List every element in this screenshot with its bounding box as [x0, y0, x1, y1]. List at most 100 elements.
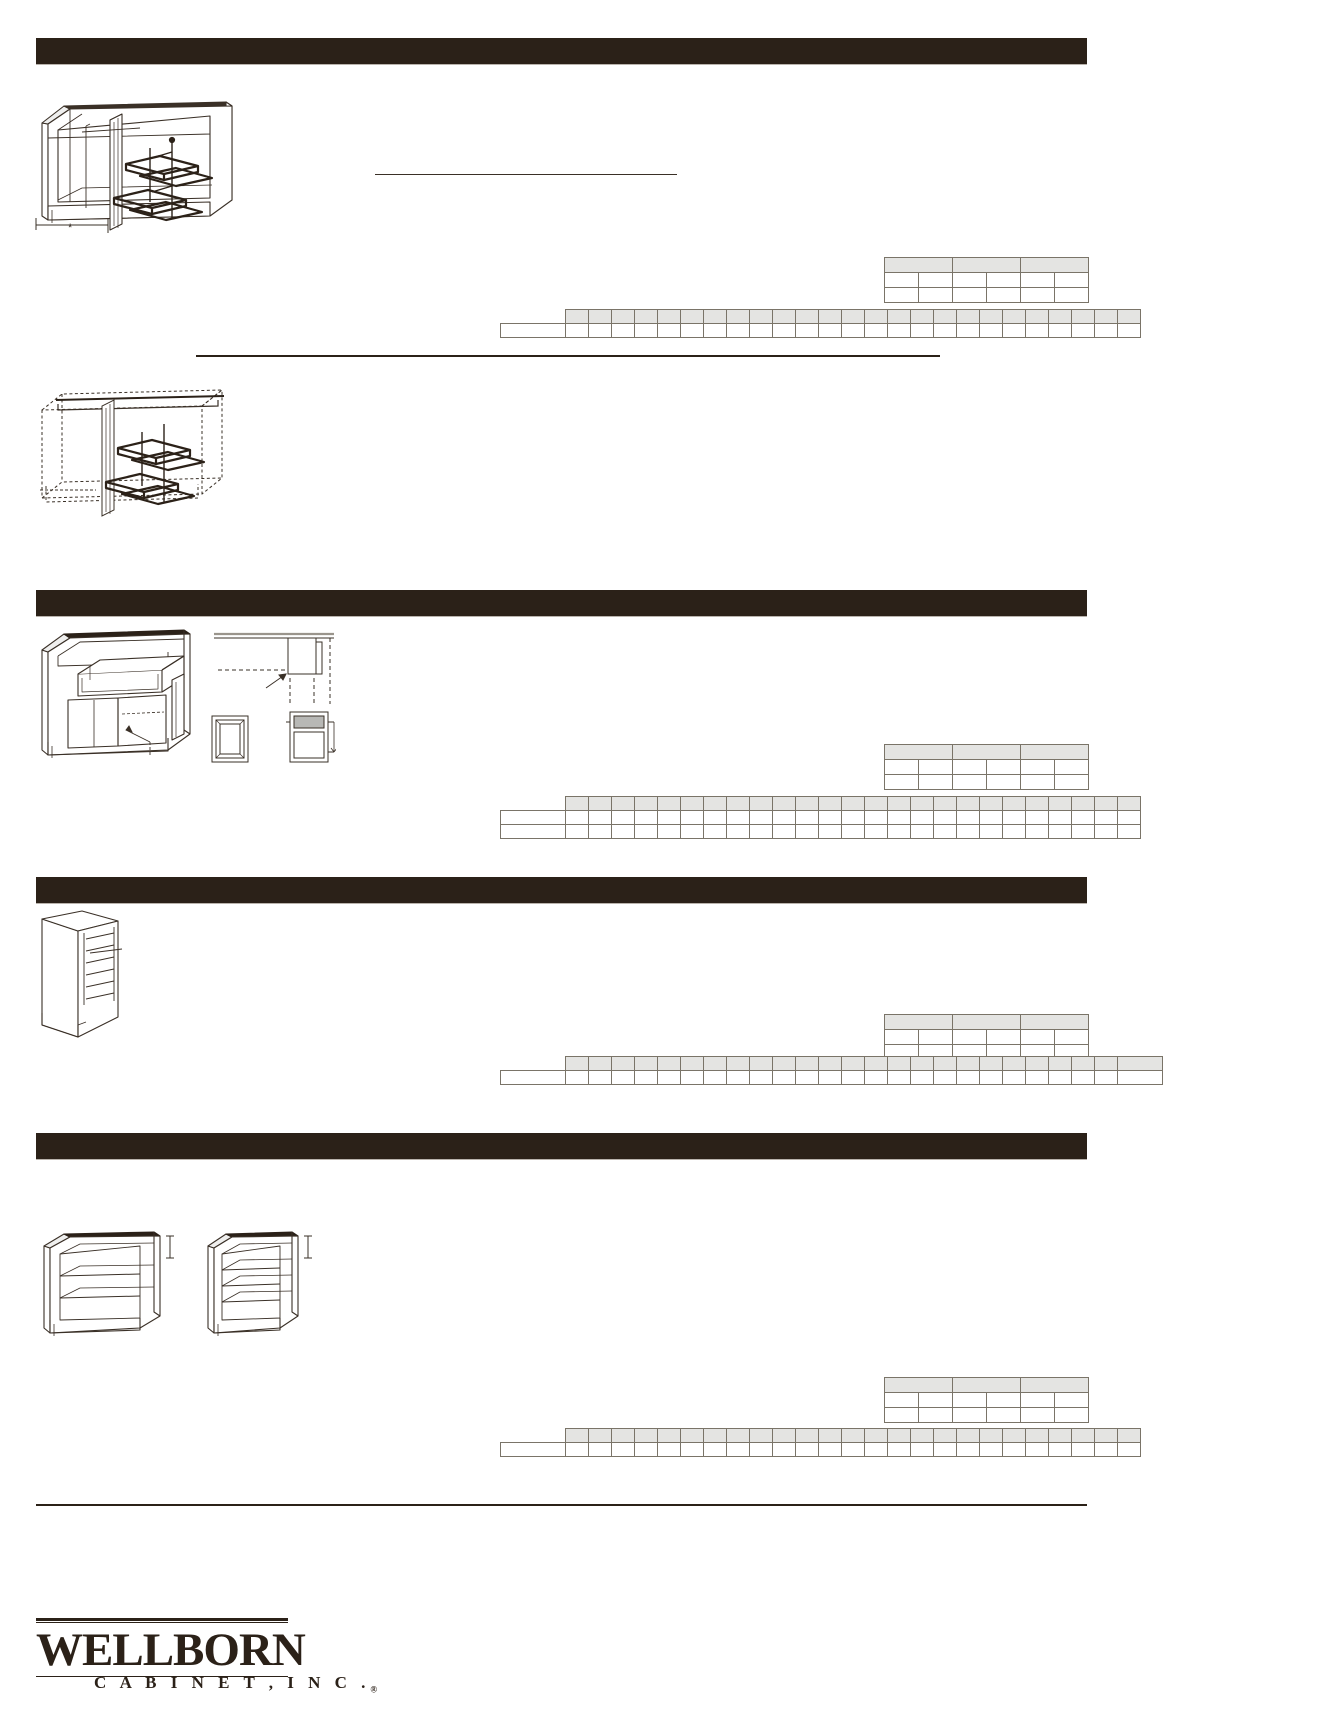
spec-header-cell — [818, 1056, 842, 1071]
price-table-2 — [884, 744, 1089, 790]
section-header-bar-1 — [36, 38, 1087, 64]
spec-header-cell — [565, 796, 589, 811]
note-underline-1 — [375, 174, 677, 175]
spec-header-cell — [887, 796, 911, 811]
price-cell — [884, 1407, 919, 1423]
spec-cell — [588, 810, 612, 825]
spec-header-cell — [772, 309, 796, 324]
spec-cell — [864, 1070, 888, 1085]
spec-cell — [956, 1070, 980, 1085]
spec-header-cell — [910, 796, 934, 811]
price-cell — [884, 759, 919, 775]
spec-header-cell — [1025, 1056, 1049, 1071]
spec-cell — [933, 1442, 957, 1457]
spec-cell — [887, 1070, 911, 1085]
price-cell — [1020, 1407, 1055, 1423]
spec-cell — [726, 1070, 750, 1085]
spec-header-cell — [657, 1056, 681, 1071]
spec-header-cell — [772, 1428, 796, 1443]
spec-cell — [841, 323, 865, 338]
spec-header-cell — [749, 1428, 773, 1443]
spec-cell — [634, 323, 658, 338]
spec-cell — [772, 1070, 796, 1085]
table-row — [500, 1070, 1163, 1085]
spec-cell — [910, 1070, 934, 1085]
spec-cell — [772, 323, 796, 338]
spec-header-cell — [979, 1428, 1003, 1443]
price-cell — [1020, 1392, 1055, 1408]
spec-header-cell — [910, 1056, 934, 1071]
spec-cell — [795, 1070, 819, 1085]
price-cell — [918, 759, 953, 775]
spec-cell — [565, 1070, 589, 1085]
section-divider-rule-1 — [196, 355, 940, 357]
spec-header-cell — [634, 796, 658, 811]
spec-header-cell — [611, 1428, 635, 1443]
price-cell — [884, 1029, 919, 1045]
spec-cell — [887, 810, 911, 825]
illustration-open-base-cabinet-three-shelves — [200, 1228, 320, 1348]
logo-subtext-label: C A B I N E T , I N C . — [94, 1673, 371, 1692]
price-cell — [986, 1407, 1021, 1423]
spec-cell — [703, 824, 727, 839]
spec-cell — [1094, 1070, 1118, 1085]
spec-cell — [979, 1070, 1003, 1085]
logo-subtext: C A B I N E T , I N C .® — [36, 1673, 377, 1694]
spec-cell — [1025, 1442, 1049, 1457]
spec-cell — [749, 1070, 773, 1085]
spec-header-cell — [588, 1056, 612, 1071]
spec-cell — [1002, 1070, 1026, 1085]
spec-corner-cell — [500, 1428, 566, 1443]
spec-header-cell — [864, 1056, 888, 1071]
price-header-cell — [1020, 1014, 1089, 1030]
spec-header-cell — [1048, 796, 1072, 811]
spec-header-cell — [611, 796, 635, 811]
spec-cell — [1048, 1442, 1072, 1457]
spec-cell — [795, 1442, 819, 1457]
price-cell — [986, 759, 1021, 775]
table-row — [500, 810, 1141, 825]
spec-cell — [979, 810, 1003, 825]
spec-cell — [611, 810, 635, 825]
table-row — [884, 1029, 1089, 1045]
spec-header-cell — [887, 1428, 911, 1443]
spec-header-cell — [611, 309, 635, 324]
spec-row-label — [500, 323, 566, 338]
spec-cell — [1117, 323, 1141, 338]
spec-header-cell — [565, 309, 589, 324]
section-header-bar-4 — [36, 1133, 1087, 1159]
price-cell — [986, 1029, 1021, 1045]
spec-corner-cell — [500, 309, 566, 324]
spec-cell — [611, 1070, 635, 1085]
price-header-cell — [952, 257, 1021, 273]
price-cell — [1020, 1029, 1055, 1045]
price-table-header-row — [884, 1014, 1089, 1030]
spec-cell — [1002, 810, 1026, 825]
spec-table-header-row — [500, 1056, 1163, 1071]
spec-cell — [634, 1442, 658, 1457]
logo-wordmark: WELLBORN — [36, 1624, 306, 1676]
spec-cell — [956, 810, 980, 825]
spec-header-cell — [979, 1056, 1003, 1071]
spec-header-cell — [795, 309, 819, 324]
spec-header-cell — [726, 796, 750, 811]
price-cell — [1054, 1407, 1089, 1423]
spec-header-cell — [933, 1056, 957, 1071]
price-header-cell — [952, 1014, 1021, 1030]
spec-cell — [864, 810, 888, 825]
spec-cell — [611, 1442, 635, 1457]
spec-header-cell — [680, 1056, 704, 1071]
spec-cell — [1025, 1070, 1049, 1085]
spec-cell — [565, 810, 589, 825]
spec-cell — [1117, 1442, 1141, 1457]
spec-cell — [588, 824, 612, 839]
price-header-cell — [884, 1014, 953, 1030]
spec-header-cell — [565, 1056, 589, 1071]
price-table-3 — [884, 1014, 1089, 1060]
spec-cell — [910, 824, 934, 839]
spec-header-cell — [565, 1428, 589, 1443]
spec-cell — [1117, 810, 1141, 825]
spec-header-cell — [864, 1428, 888, 1443]
spec-header-cell — [680, 309, 704, 324]
spec-cell — [726, 1442, 750, 1457]
